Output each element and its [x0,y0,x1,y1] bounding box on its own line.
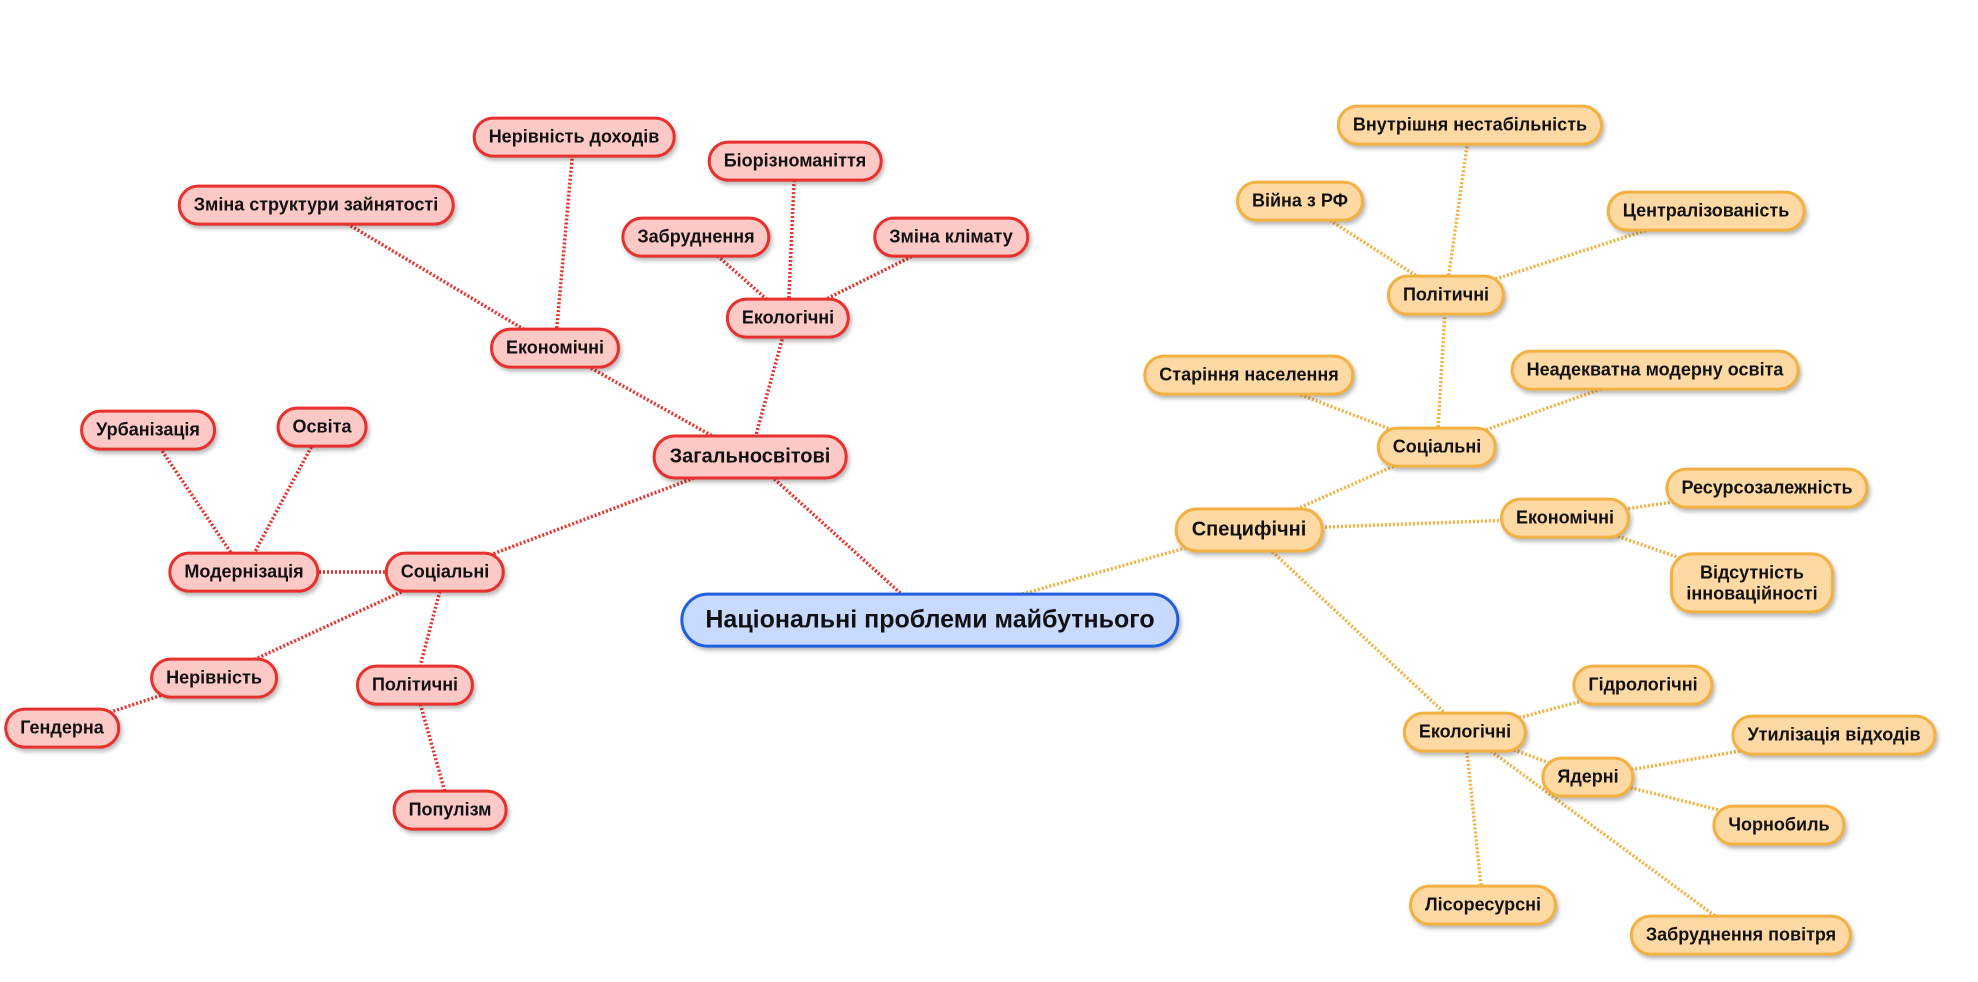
node-biodiversity[interactable]: Біорізноманіття [707,140,883,182]
node-inequality[interactable]: Нерівність [150,657,278,699]
node-education[interactable]: Освіта [276,406,368,448]
connector-specific-s-eco [1247,528,1467,734]
node-lack-of-innovation[interactable]: Відсутність інноваційності [1670,552,1834,614]
node-modernization[interactable]: Модернізація [168,551,320,593]
connector-s-eco-s-eco-1 [1463,731,1485,906]
node-specific-political[interactable]: Політичні [1386,274,1506,316]
node-general-economic[interactable]: Економічні [489,327,621,369]
connector-g-mod-g-mod-0 [146,429,246,573]
connector-s-pol-s-pol-0 [1444,124,1472,296]
connector-g-mod-g-mod-1 [242,426,324,573]
node-nuclear[interactable]: Ядерні [1541,756,1635,798]
connector-g-pol-g-pol-0 [413,684,452,811]
node-centralization[interactable]: Централізованість [1606,190,1806,232]
node-specific[interactable]: Специфічні [1174,507,1324,553]
connector-g-eco-g-eco-0 [786,160,797,319]
node-specific-ecological[interactable]: Екологічні [1402,711,1528,753]
node-pollution[interactable]: Забруднення [621,216,771,258]
connector-g-econ-g-econ-1 [315,203,556,350]
node-general[interactable]: Загальносвітові [652,434,848,480]
node-climate-change[interactable]: Зміна клімату [873,216,1029,258]
node-general-social[interactable]: Соціальні [384,551,506,593]
connector-general-g-eco [748,317,790,458]
node-chornobyl[interactable]: Чорнобиль [1712,804,1846,846]
node-air-pollution[interactable]: Забруднення повітря [1629,914,1853,956]
node-employment-structure[interactable]: Зміна структури зайнятості [177,184,455,226]
node-waste-disposal[interactable]: Утилізація відходів [1731,714,1937,756]
connector-g-econ-g-econ-0 [553,136,576,349]
node-inadequate-education[interactable]: Неадекватна модерну освіта [1510,349,1800,391]
node-specific-economic[interactable]: Економічні [1499,497,1631,539]
node-war-with-russia[interactable]: Війна з РФ [1235,180,1365,222]
node-populism[interactable]: Популізм [392,789,508,831]
node-forest-resources[interactable]: Лісоресурсні [1408,884,1558,926]
node-resource-dependence[interactable]: Ресурсозалежність [1665,467,1869,509]
connector-s-eco-s-eco-2 [1463,730,1743,937]
node-specific-social[interactable]: Соціальні [1376,426,1498,468]
connector-s-soc-s-pol [1435,294,1448,448]
node-internal-instability[interactable]: Внутрішня нестабільність [1336,104,1604,146]
node-income-inequality[interactable]: Нерівність доходів [472,116,676,158]
node-population-aging[interactable]: Старіння населення [1143,354,1355,396]
node-urbanization[interactable]: Урбанізація [80,409,216,451]
node-general-ecological[interactable]: Екологічні [725,297,851,339]
node-gender[interactable]: Гендерна [4,707,120,749]
root-node[interactable]: Національні проблеми майбутнього [680,592,1180,648]
node-hydrological[interactable]: Гідрологічні [1572,664,1714,706]
node-general-political[interactable]: Політичні [355,664,475,706]
